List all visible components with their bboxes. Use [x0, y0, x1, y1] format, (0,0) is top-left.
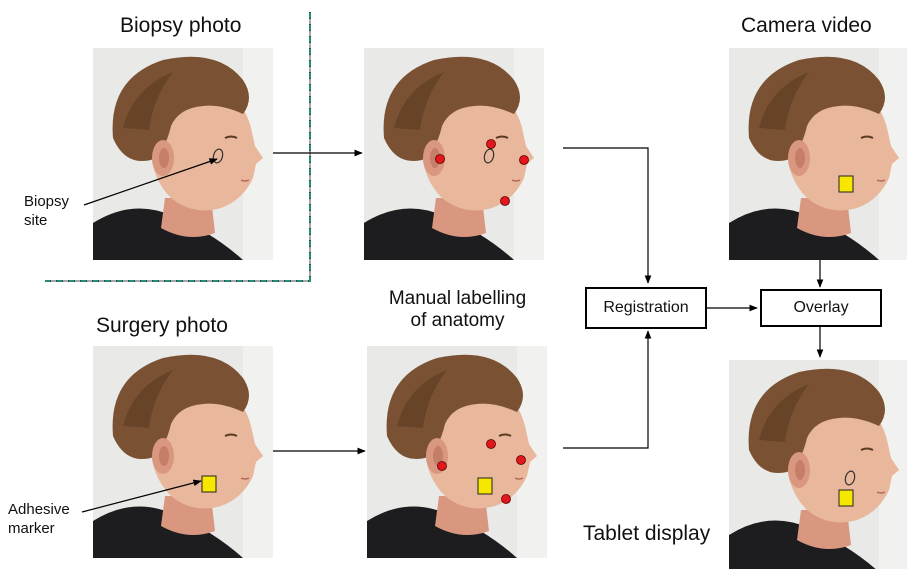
overlay-label: Overlay — [793, 299, 849, 316]
surgery-photo-labelled — [367, 346, 547, 558]
manual-labelling-title: Manual labelling of anatomy — [370, 288, 545, 332]
adhesive-marker — [838, 175, 854, 193]
landmark-dot — [500, 196, 510, 206]
adhesive-marker-line2: marker — [8, 520, 55, 537]
adhesive-marker-annotation: Adhesive marker — [8, 500, 70, 538]
face-photo — [729, 48, 907, 260]
biopsy-site-annotation: Biopsy site — [24, 192, 69, 230]
divider-line — [45, 12, 311, 282]
landmark-dot — [501, 494, 511, 504]
registration-box: Registration — [585, 287, 707, 329]
landmark-dot — [519, 155, 529, 165]
face-photo — [93, 48, 273, 260]
face-photo — [93, 346, 273, 558]
landmark-dot — [435, 154, 445, 164]
landmark-dot — [516, 455, 526, 465]
manual-labelling-line1: Manual labelling — [388, 288, 527, 309]
registration-label: Registration — [603, 299, 689, 316]
biopsy-photo-labelled — [364, 48, 544, 260]
surgery-photo-title: Surgery photo — [96, 314, 228, 337]
biopsy-site-pointer — [83, 158, 218, 206]
surgery-photo — [93, 346, 273, 558]
landmark-dot — [486, 439, 496, 449]
tablet-display-frame — [729, 360, 907, 569]
face-photo — [367, 346, 547, 558]
overlay-box: Overlay — [760, 289, 882, 327]
tablet-display-title: Tablet display — [583, 522, 711, 546]
biopsy-site-line2: site — [24, 212, 48, 229]
manual-labelling-line2: of anatomy — [410, 310, 505, 331]
adhesive-marker — [477, 477, 493, 495]
face-photo — [364, 48, 544, 260]
adhesive-marker-line1: Adhesive — [8, 501, 70, 518]
adhesive-marker — [838, 489, 854, 507]
camera-video-frame — [729, 48, 907, 260]
arrow-bottom-to-registration — [563, 330, 652, 449]
adhesive-marker-pointer — [81, 479, 202, 513]
camera-video-title: Camera video — [741, 14, 872, 37]
biopsy-photo — [93, 48, 273, 260]
biopsy-photo-title: Biopsy photo — [120, 14, 242, 37]
face-photo — [729, 360, 907, 569]
landmark-dot — [486, 139, 496, 149]
adhesive-marker — [201, 475, 217, 493]
arrow-top-to-registration — [563, 147, 652, 284]
biopsy-site-line1: Biopsy — [24, 193, 70, 210]
landmark-dot — [437, 461, 447, 471]
